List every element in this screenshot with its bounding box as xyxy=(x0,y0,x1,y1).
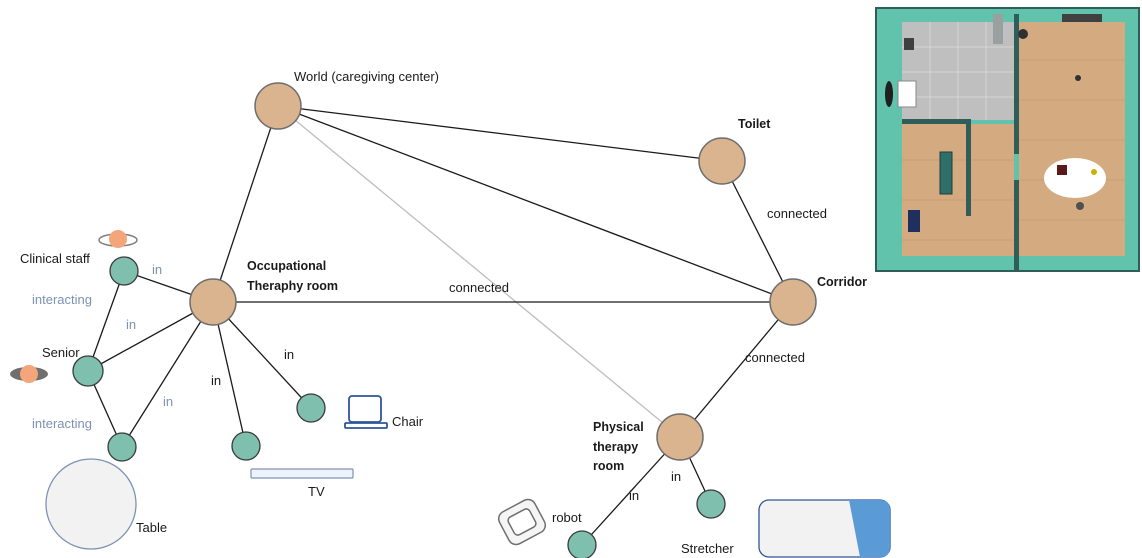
node-chair[interactable] xyxy=(296,393,326,423)
node-table[interactable] xyxy=(107,432,137,462)
edge-label-in-stretcher: in xyxy=(671,469,681,484)
label-table: Table xyxy=(136,520,167,535)
edge-world-corridor xyxy=(277,105,794,303)
node-world[interactable] xyxy=(254,82,302,130)
edge-world-toilet xyxy=(277,105,723,162)
edge-label-in-senior: in xyxy=(126,317,136,332)
node-clinical-staff[interactable] xyxy=(109,256,139,286)
stretcher-icon xyxy=(758,499,891,558)
edge-label-in-robot: in xyxy=(629,488,639,503)
edge-ot-tv xyxy=(212,301,247,447)
node-labels: World (caregiving center) Toilet Corrido… xyxy=(20,69,867,556)
edge-label-interacting-bottom: interacting xyxy=(32,416,92,431)
node-toilet[interactable] xyxy=(698,137,746,185)
edge-label-interacting-top: interacting xyxy=(32,292,92,307)
label-pt-room-line1: Physical xyxy=(593,420,644,434)
graph-edges xyxy=(87,105,794,546)
node-ot-room[interactable] xyxy=(189,278,237,326)
edge-label-in-table: in xyxy=(163,394,173,409)
edge-pt-robot xyxy=(581,436,681,546)
label-pt-room-line2: therapy xyxy=(593,440,638,454)
floor-plan-image xyxy=(875,7,1140,272)
label-ot-room-line1: Occupational xyxy=(247,259,326,273)
chair-icon xyxy=(344,395,388,429)
node-robot[interactable] xyxy=(567,530,597,558)
edge-label-connected-corridor-pt: connected xyxy=(745,350,805,365)
edge-ot-table xyxy=(121,301,214,448)
edge-label-in-chair: in xyxy=(284,347,294,362)
label-ot-room-line2: Theraphy room xyxy=(247,279,338,293)
edge-world-pt-faint xyxy=(277,105,681,438)
edge-staff-senior xyxy=(87,270,125,372)
label-clinical-staff: Clinical staff xyxy=(20,251,90,266)
node-senior[interactable] xyxy=(72,355,104,387)
label-toilet: Toilet xyxy=(738,117,771,131)
senior-person-icon xyxy=(10,365,48,383)
edge-ot-senior xyxy=(87,301,214,372)
node-pt-room[interactable] xyxy=(656,413,704,461)
label-senior: Senior xyxy=(42,345,80,360)
label-corridor: Corridor xyxy=(817,275,867,289)
table-icon xyxy=(45,458,137,550)
label-robot: robot xyxy=(552,510,582,525)
node-tv[interactable] xyxy=(231,431,261,461)
room-nodes xyxy=(189,82,817,461)
edge-ot-chair xyxy=(212,301,312,409)
edge-toilet-corridor xyxy=(721,160,794,303)
label-stretcher: Stretcher xyxy=(681,541,734,556)
edge-labels: connected connected connected in in in i… xyxy=(32,206,827,503)
label-chair: Chair xyxy=(392,414,424,429)
label-tv: TV xyxy=(308,484,325,499)
edge-label-connected-toilet-corridor: connected xyxy=(767,206,827,221)
edge-world-ot xyxy=(212,105,279,303)
node-corridor[interactable] xyxy=(769,278,817,326)
entity-nodes xyxy=(72,256,726,558)
edge-label-in-tv: in xyxy=(211,373,221,388)
edge-label-connected-ot-corridor: connected xyxy=(449,280,509,295)
node-stretcher[interactable] xyxy=(696,489,726,519)
robot-icon xyxy=(497,498,547,546)
clinical-staff-person-icon xyxy=(98,230,138,248)
label-pt-room-line3: room xyxy=(593,459,624,473)
label-world: World (caregiving center) xyxy=(294,69,439,84)
edge-corridor-pt xyxy=(679,301,794,438)
edge-label-in-staff: in xyxy=(152,262,162,277)
tv-icon xyxy=(250,468,354,479)
